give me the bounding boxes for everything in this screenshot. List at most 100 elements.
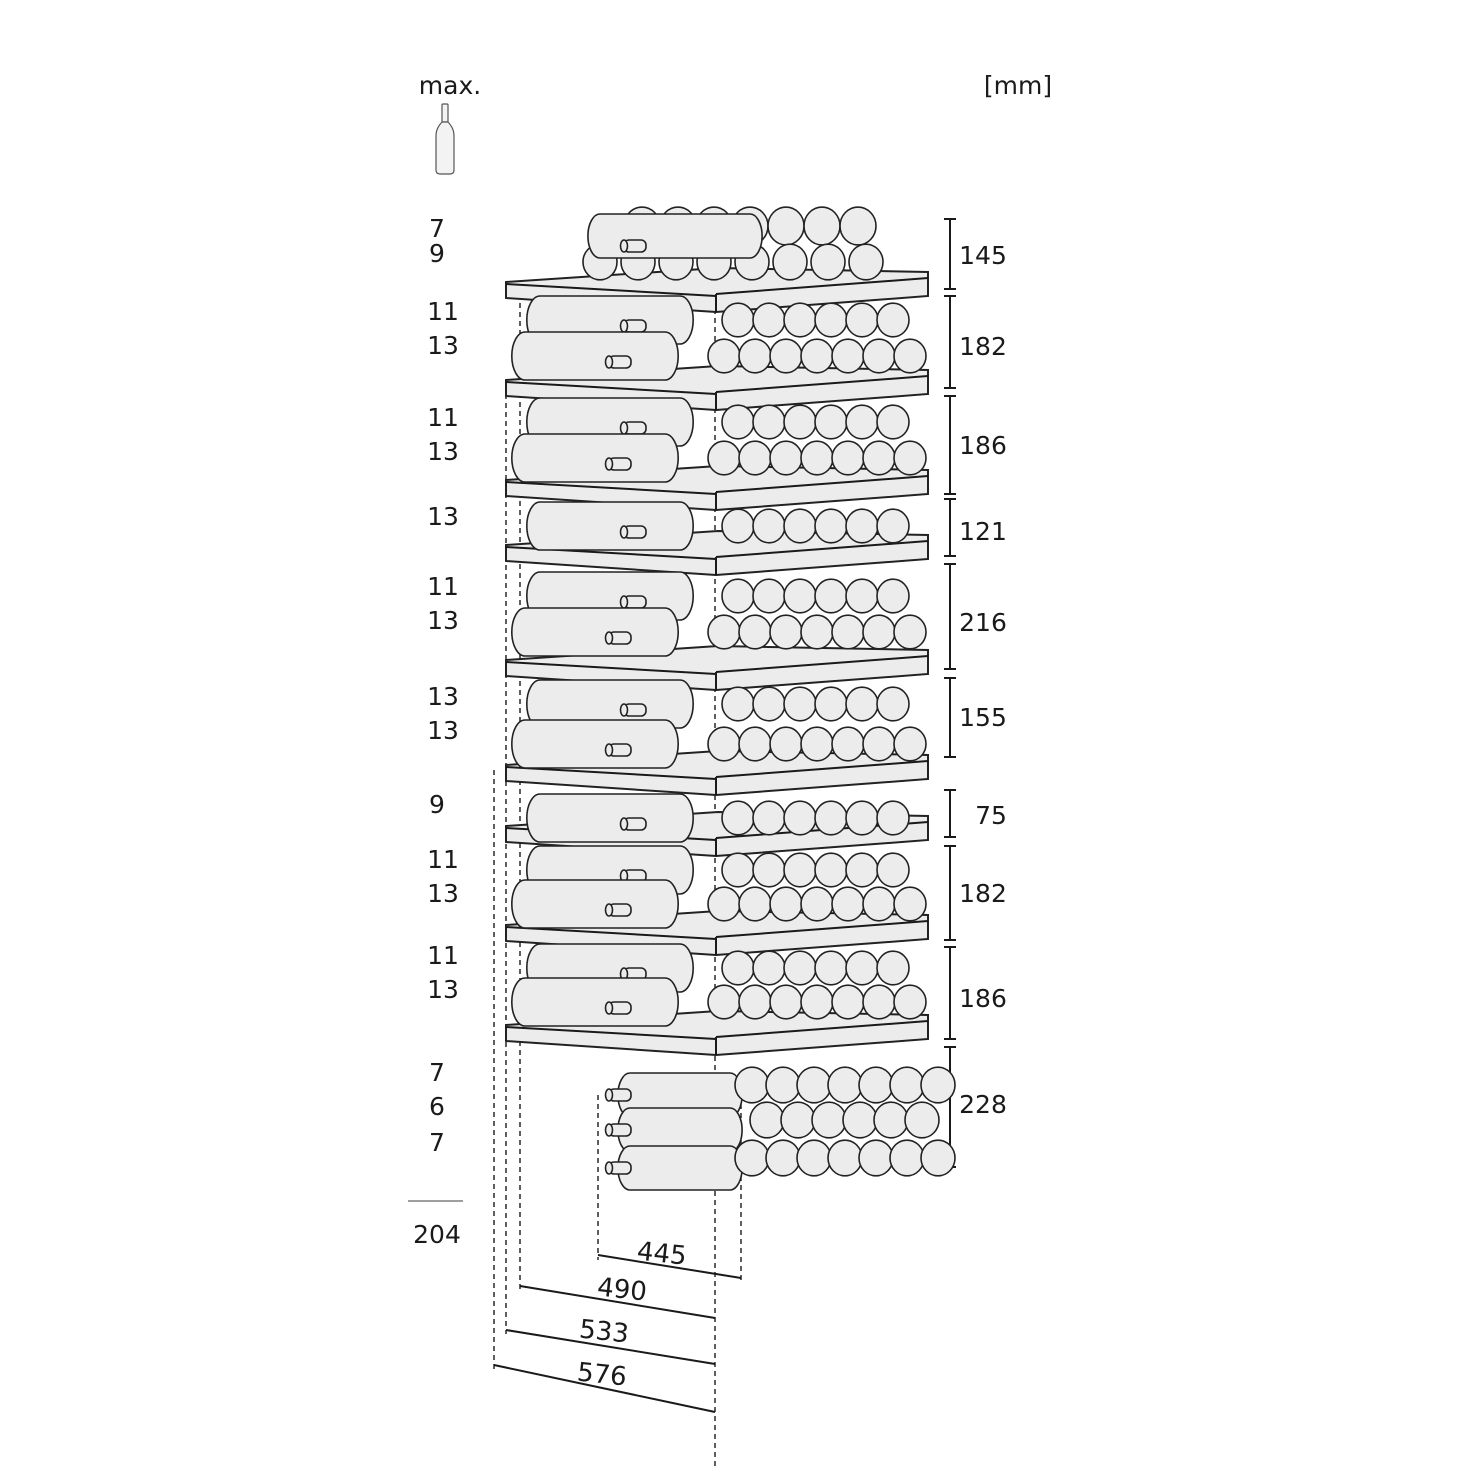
bottle-end — [707, 726, 741, 762]
bottle-end — [734, 1139, 770, 1177]
bottle-end — [814, 404, 848, 440]
bottle-end — [721, 302, 755, 338]
bottle-end — [893, 338, 927, 374]
bottle-end — [707, 984, 741, 1020]
bottle-end — [721, 852, 755, 888]
bottle-end — [783, 404, 817, 440]
bottle-cap — [604, 1161, 614, 1175]
bottle-end — [800, 886, 834, 922]
shelf-edge — [715, 277, 929, 295]
bottle-cap — [619, 239, 629, 253]
bottle-end — [842, 1101, 878, 1139]
bottle-end — [876, 302, 910, 338]
bottle-end — [783, 508, 817, 544]
count-label: 11 — [427, 941, 459, 970]
bottle-end — [721, 578, 755, 614]
bottle-cap — [604, 1123, 614, 1137]
bottle-cap — [619, 703, 629, 717]
height-label: 75 — [975, 801, 1007, 830]
bottle-end — [831, 614, 865, 650]
bottle-end — [845, 950, 879, 986]
bottle-end — [780, 1101, 816, 1139]
bottle-end — [783, 302, 817, 338]
count-label: 13 — [427, 975, 459, 1004]
bottle-end — [721, 404, 755, 440]
bottle-end — [769, 338, 803, 374]
bottle-end — [783, 686, 817, 722]
bottle-end — [814, 578, 848, 614]
bottle-end — [845, 578, 879, 614]
bottle-end — [769, 440, 803, 476]
bottle-end — [876, 686, 910, 722]
rack-level — [505, 793, 929, 858]
rack-level — [505, 295, 929, 412]
depth-label: 490 — [596, 1272, 649, 1307]
bottle-end — [767, 206, 805, 246]
count-label: 13 — [427, 331, 459, 360]
height-label: 145 — [959, 241, 1007, 270]
shelf-edge — [505, 381, 717, 395]
rack-illustration — [493, 206, 956, 1470]
bottle-end — [814, 800, 848, 836]
depth-dim-line — [519, 1285, 716, 1319]
shelf-edge — [715, 475, 929, 493]
bottle-end — [862, 440, 896, 476]
bottle-end — [845, 800, 879, 836]
bottle-side — [511, 331, 679, 381]
height-column: 145 182 186 121 216 155 75 182 186 228 — [959, 241, 1007, 1119]
bottle-end — [876, 852, 910, 888]
bottle-end — [904, 1101, 940, 1139]
rack-level — [505, 501, 929, 577]
height-label: 182 — [959, 332, 1007, 361]
bottle-cap — [619, 595, 629, 609]
bottle-end — [876, 950, 910, 986]
bottle-end — [827, 1066, 863, 1104]
bottle-end — [738, 440, 772, 476]
height-brackets — [944, 218, 956, 1168]
count-label: 11 — [427, 845, 459, 874]
bottle-cap — [619, 817, 629, 831]
bottle-end — [831, 726, 865, 762]
bottle-end — [814, 686, 848, 722]
bottle-side — [511, 977, 679, 1027]
shelf-edge — [715, 1020, 929, 1038]
depth-label: 576 — [576, 1357, 629, 1392]
height-label: 186 — [959, 431, 1007, 460]
bottle-end — [765, 1139, 801, 1177]
bottle-end — [920, 1139, 956, 1177]
bottle-end — [800, 984, 834, 1020]
shelf-edge — [715, 760, 929, 778]
bottle-end — [769, 726, 803, 762]
depth-dim-line — [597, 1254, 742, 1279]
bottle-end — [707, 440, 741, 476]
bottle-side — [587, 213, 763, 259]
bottle-cap — [619, 421, 629, 435]
bottle-end — [845, 686, 879, 722]
bottle-end — [772, 243, 808, 281]
bottle-end — [769, 614, 803, 650]
bottle-end — [783, 800, 817, 836]
bottle-end — [721, 686, 755, 722]
bottle-end — [783, 950, 817, 986]
bottle-end — [858, 1139, 894, 1177]
height-label: 228 — [959, 1090, 1007, 1119]
bottle-end — [814, 950, 848, 986]
bottle-cap — [619, 525, 629, 539]
count-label: 7 — [429, 1128, 445, 1157]
bottle-end — [800, 614, 834, 650]
bottle-end — [749, 1101, 785, 1139]
bottle-end — [796, 1139, 832, 1177]
count-label: 6 — [429, 1092, 445, 1121]
bottle-side — [511, 879, 679, 929]
bottle-cap — [604, 631, 614, 645]
count-label: 9 — [429, 239, 445, 268]
count-label: 11 — [427, 403, 459, 432]
bottle-end — [862, 984, 896, 1020]
bottle-end — [876, 404, 910, 440]
bottle-end — [721, 800, 755, 836]
total-count: 204 — [413, 1220, 461, 1249]
count-label: 13 — [427, 606, 459, 635]
count-label: 7 — [429, 214, 445, 243]
bottle-end — [783, 578, 817, 614]
